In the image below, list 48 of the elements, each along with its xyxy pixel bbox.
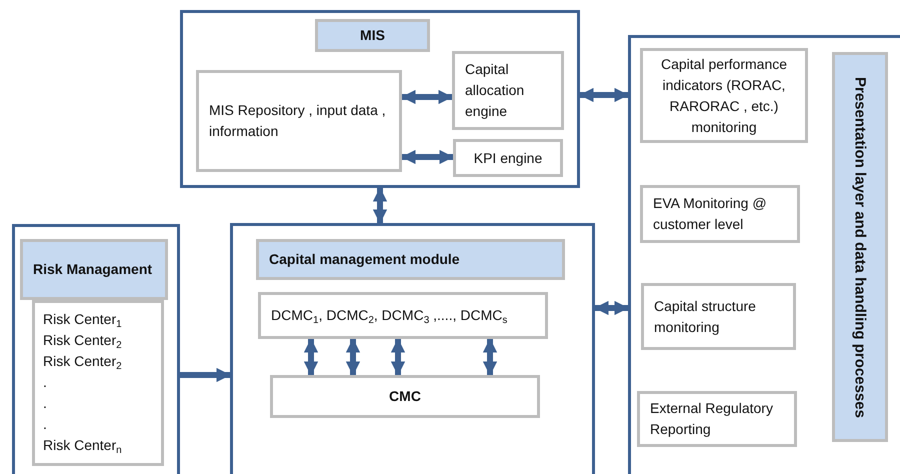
process-box (258, 292, 548, 339)
header-box (832, 52, 888, 442)
process-box (452, 51, 564, 130)
list-item: Risk Center$_{2}$ (43, 352, 122, 372)
list-item: Risk Center$_{1}$ (43, 310, 122, 330)
process-box (640, 185, 800, 243)
double-arrow (390, 338, 406, 376)
double-arrow (401, 90, 453, 104)
double-arrow (401, 150, 454, 164)
header-text: MIS (360, 26, 385, 45)
header-text: Capital management module (269, 250, 460, 269)
panel-frame (230, 223, 595, 474)
box-text: External Regulatory Reporting (650, 399, 774, 439)
panel-frame (12, 224, 180, 474)
process-box (270, 375, 540, 418)
box-text: DCMC$_{1}$, DCMC$_{2}$, DCMC$_{3}$ ,...., DCMC$_{s}$ (271, 306, 508, 326)
double-arrow (482, 338, 498, 376)
double-arrow (372, 187, 388, 224)
header-box (256, 239, 565, 280)
list-box (32, 300, 164, 466)
process-box (453, 139, 563, 177)
double-arrow (180, 368, 231, 382)
list-item: . (43, 394, 47, 413)
box-text: Capital allocation engine (465, 60, 526, 121)
double-arrow (346, 338, 360, 376)
box-text: MIS Repository , input data , information (209, 101, 387, 141)
process-box (637, 391, 797, 447)
double-arrow (594, 300, 629, 316)
vertical-label: Presentation layer and data handling processes (852, 76, 868, 418)
double-arrow (579, 88, 629, 102)
double-arrow (304, 338, 318, 376)
box-text: CMC (389, 387, 421, 406)
list-item: Risk Center$_{n}$ (43, 436, 122, 456)
panel-frame (180, 10, 580, 188)
process-box (641, 283, 796, 350)
list-item: . (43, 373, 47, 392)
header-text: Risk Managament (33, 260, 152, 279)
process-box (640, 48, 808, 143)
box-text: EVA Monitoring @ customer level (653, 194, 768, 234)
box-text: KPI engine (474, 148, 542, 168)
process-box (196, 70, 402, 172)
list-item: . (43, 415, 47, 434)
box-text: Capital performance indicators (RORAC, RARORAC , etc.) monitoring (660, 54, 788, 137)
header-box (315, 19, 430, 52)
list-item: Risk Center$_{2}$ (43, 331, 122, 351)
box-text: Capital structure monitoring (654, 296, 757, 337)
header-box (20, 239, 168, 300)
panel-frame (628, 35, 900, 474)
